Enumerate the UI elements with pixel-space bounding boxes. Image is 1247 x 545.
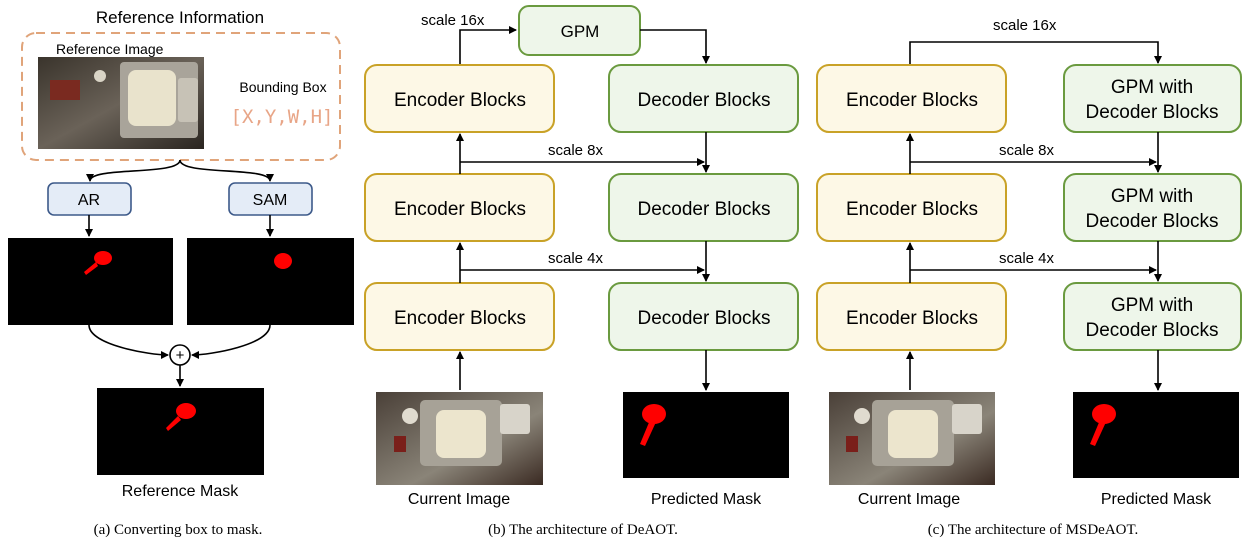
gpm-decoder-line2-bottom: Decoder Blocks: [1085, 320, 1218, 341]
sam-mask-image: [187, 238, 354, 325]
encoder-label-top-c: Encoder Blocks: [846, 90, 978, 111]
encoder-block-bottom-c: [816, 282, 1007, 351]
gpm-decoder-line1-bottom: GPM with: [1111, 295, 1193, 316]
scale-16-connection-c: [909, 41, 1162, 64]
current-image-b: [376, 392, 543, 485]
predicted-mask-b: [623, 392, 789, 478]
encoder-block-top: [364, 64, 555, 133]
scale-4-label-c: scale 4x: [999, 250, 1055, 267]
scale-16-arrow-in: [459, 26, 517, 64]
current-image-c: [829, 392, 995, 485]
gpm-decoder-line2-top: Decoder Blocks: [1085, 102, 1218, 123]
gpm-decoder-line2-mid: Decoder Blocks: [1085, 211, 1218, 232]
gpm-decoder-block-mid: [1063, 173, 1242, 242]
reference-image-label: Reference Image: [56, 41, 164, 57]
decoder-block-bottom: [608, 282, 799, 351]
scale-16-label-c: scale 16x: [993, 17, 1057, 34]
scale-16-arrow-out: [640, 29, 710, 64]
panel-a: Reference Information Reference Image Bo…: [8, 8, 354, 538]
ar-mask-image: [8, 238, 173, 325]
reference-mask-image: [97, 388, 264, 475]
caption-c: (c) The architecture of MSDeAOT.: [928, 522, 1139, 538]
decoder-block-mid: [608, 173, 799, 242]
decoder-label-mid: Decoder Blocks: [637, 199, 770, 220]
predicted-mask-label-b: Predicted Mask: [651, 491, 762, 508]
caption-a: (a) Converting box to mask.: [94, 522, 263, 538]
encoder-label-bottom: Encoder Blocks: [394, 308, 526, 329]
bounding-box-value: [X,Y,W,H]: [231, 106, 334, 128]
sam-label: SAM: [253, 192, 288, 209]
scale-8-label-c: scale 8x: [999, 142, 1055, 159]
gpm-label: GPM: [561, 22, 600, 41]
scale-8-label: scale 8x: [548, 142, 604, 159]
reference-mask-label: Reference Mask: [122, 483, 239, 500]
gpm-decoder-line1-top: GPM with: [1111, 77, 1193, 98]
encoder-block-mid-c: [816, 173, 1007, 242]
encoder-label-bottom-c: Encoder Blocks: [846, 308, 978, 329]
merge-curve-left: [88, 324, 169, 359]
decoder-label-top: Decoder Blocks: [637, 90, 770, 111]
encoder-label-top: Encoder Blocks: [394, 90, 526, 111]
predicted-mask-c: [1073, 392, 1239, 478]
caption-b: (b) The architecture of DeAOT.: [488, 522, 678, 538]
plus-symbol: +: [176, 347, 185, 364]
predicted-mask-label-c: Predicted Mask: [1101, 491, 1212, 508]
current-image-label-b: Current Image: [408, 491, 510, 508]
gpm-decoder-block-bottom: [1063, 282, 1242, 351]
encoder-label-mid: Encoder Blocks: [394, 199, 526, 220]
reference-image: [38, 57, 204, 149]
gpm-decoder-line1-mid: GPM with: [1111, 186, 1193, 207]
panel-b: GPM scale 16x Encoder Blocks Encoder Blo…: [364, 5, 799, 538]
encoder-label-mid-c: Encoder Blocks: [846, 199, 978, 220]
scale-4-label: scale 4x: [548, 250, 604, 267]
current-image-label-c: Current Image: [858, 491, 960, 508]
scale-16-label: scale 16x: [421, 12, 485, 29]
reference-info-title: Reference Information: [96, 8, 264, 27]
merge-curve-right: [191, 324, 271, 359]
gpm-decoder-block-top: [1063, 64, 1242, 133]
decoder-label-bottom: Decoder Blocks: [637, 308, 770, 329]
panel-c: scale 16x Encoder Blocks Encoder Blocks …: [816, 17, 1242, 538]
encoder-block-top-c: [816, 64, 1007, 133]
ar-label: AR: [78, 192, 100, 209]
reference-info-box: [21, 32, 341, 161]
decoder-block-top: [608, 64, 799, 133]
bounding-box-label: Bounding Box: [239, 79, 326, 95]
split-curve-right: [179, 159, 274, 182]
split-curve-left: [86, 159, 181, 182]
